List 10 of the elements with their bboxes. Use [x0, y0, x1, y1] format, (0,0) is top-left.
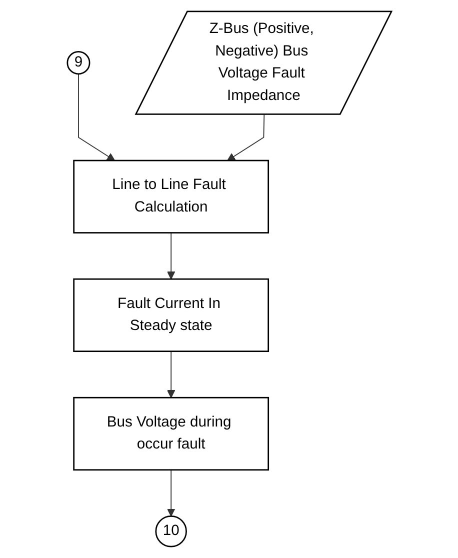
node-circle: 10: [154, 516, 186, 548]
arrow: [166, 350, 175, 398]
arrow: [166, 232, 175, 280]
node-box: Line to Line Fault Calculation: [72, 160, 269, 234]
node-box: Bus Voltage during occur fault: [72, 396, 269, 471]
node-circle: 9: [66, 51, 90, 75]
node-box: Fault Current In Steady state: [72, 278, 269, 352]
arrow: [166, 469, 175, 517]
arrow: [226, 114, 264, 161]
arrow: [78, 73, 115, 161]
